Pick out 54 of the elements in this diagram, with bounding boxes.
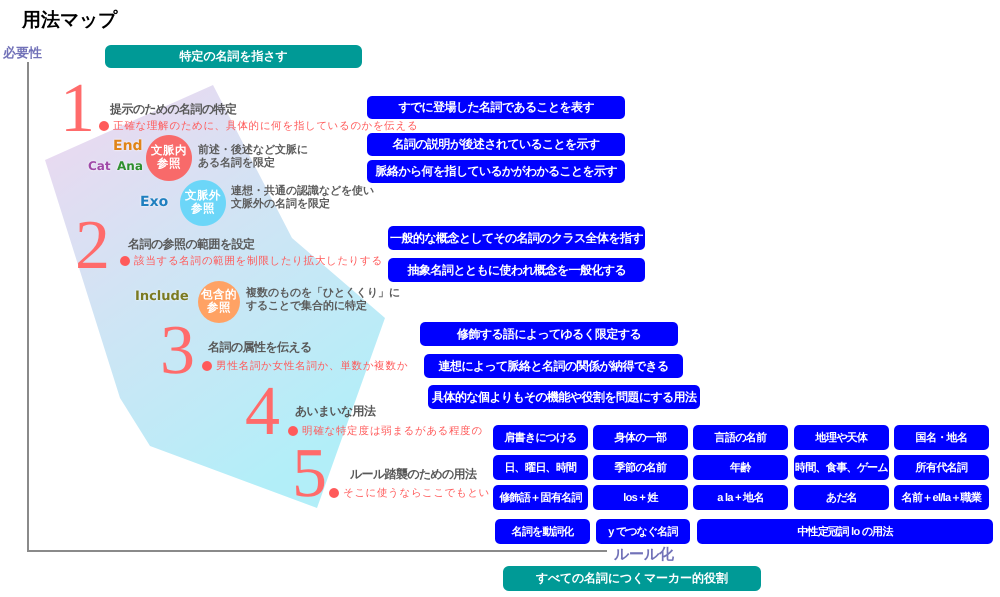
section-number: 1 — [60, 83, 95, 135]
usage-box: 脈絡から何を指しているかがわかることを示す — [367, 160, 625, 183]
section-note: 男性名詞か女性名詞か、単数か複数か — [216, 360, 408, 372]
section-heading: あいまいな用法 — [295, 403, 376, 419]
category-banner: 特定の名詞を指さす — [105, 45, 362, 68]
usage-box: 具体的な個よりもその機能や役割を問題にする用法 — [428, 385, 700, 409]
section-number: 4 — [245, 386, 280, 438]
usage-box: 連想によって脈絡と名詞の関係が納得できる — [424, 354, 683, 378]
usage-box: すでに登場した名詞であることを表す — [367, 96, 625, 119]
section-number: 3 — [160, 325, 195, 377]
section-number: 5 — [292, 448, 327, 500]
usage-box: 季節の名前 — [593, 455, 688, 480]
tag-label: Exo — [140, 195, 168, 210]
usage-box: 名詞を動詞化 — [495, 519, 590, 544]
section-note: 該当する名詞の範囲を制限したり拡大したりする — [134, 255, 383, 267]
tag-label: Ana — [117, 160, 143, 174]
section-heading: 名詞の属性を伝える — [208, 339, 312, 355]
category-banner: すべての名詞につくマーカー的役割 — [503, 566, 761, 591]
usage-box: 名詞の説明が後述されていることを示す — [367, 133, 625, 156]
usage-box: 国名・地名 — [894, 425, 989, 450]
usage-box: 時間、食事、ゲーム — [794, 455, 889, 480]
axis-label: ルール化 — [614, 545, 674, 564]
description-text: 前述・後述など文脈にある名詞を限定 — [198, 144, 309, 169]
section-note: 明確な特定度は弱まるがある程度の — [302, 425, 483, 437]
usage-box: 中性定冠詞 lo の用法 — [697, 519, 993, 544]
usage-box: 修飾する語によってゆるく限定する — [420, 322, 678, 346]
section-note: 正確な理解のために、具体的に何を指しているのかを伝える — [113, 120, 418, 132]
usage-box: 修飾語＋固有名詞 — [493, 485, 588, 510]
axis-label: 必要性 — [3, 44, 42, 62]
usage-box: 一般的な概念としてその名詞のクラス全体を指す — [388, 226, 645, 250]
usage-box: 肩書きにつける — [493, 425, 588, 450]
section-number: 2 — [75, 220, 110, 272]
diagram-title: 用法マップ — [22, 8, 117, 33]
section-heading: 名詞の参照の範囲を設定 — [128, 236, 254, 252]
tag-label: End — [113, 139, 143, 154]
section-heading: ルール踏襲のための用法 — [350, 466, 476, 482]
usage-box: los + 姓 — [593, 485, 688, 510]
usage-box: 名前＋el/la＋職業 — [894, 485, 989, 510]
section-heading: 提示のための名詞の特定 — [110, 101, 236, 117]
usage-box: あだ名 — [794, 485, 889, 510]
tag-label: Include — [135, 290, 189, 304]
usage-box: 言語の名前 — [693, 425, 788, 450]
usage-box: 日、曜日、時間 — [493, 455, 588, 480]
usage-box: a la + 地名 — [693, 485, 788, 510]
tag-label: Cat — [88, 160, 111, 174]
usage-box: y でつなぐ名詞 — [596, 519, 690, 544]
usage-box: 年齢 — [693, 455, 788, 480]
usage-box: 所有代名詞 — [894, 455, 989, 480]
description-text: 複数のものを「ひとくくり」にすることで集合的に特定 — [246, 287, 401, 312]
description-text: 連想・共通の認識などを使い文脈外の名詞を限定 — [231, 185, 375, 210]
usage-box: 身体の一部 — [593, 425, 688, 450]
usage-box: 地理や天体 — [794, 425, 889, 450]
usage-box: 抽象名詞とともに使われ概念を一般化する — [388, 258, 645, 282]
section-note: そこに使うならここでもとい — [343, 487, 490, 499]
